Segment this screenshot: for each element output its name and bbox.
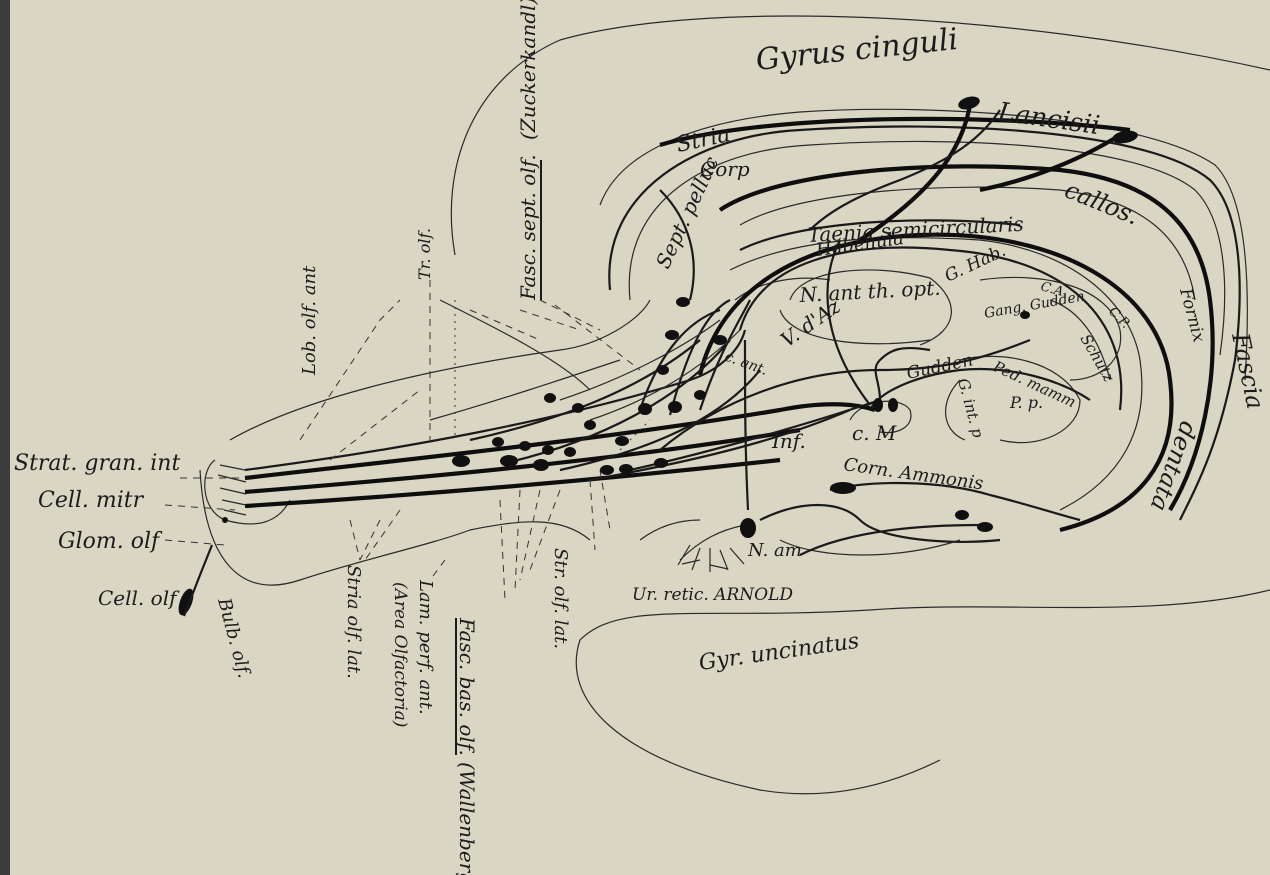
label-inf: Inf. <box>771 429 806 453</box>
label-gyr-uncinatus: Gyr. uncinatus <box>697 629 860 676</box>
label-fasc-sept-olf: Fasc. sept. olf. <box>516 154 540 301</box>
reticular-fibres <box>678 545 744 572</box>
label-sept-pelluc: Sept. pelluc <box>651 153 724 272</box>
page-edge-shadow <box>0 0 10 875</box>
label-glom-olf: Glom. olf <box>58 529 163 554</box>
label-dentata: dentata <box>1145 418 1203 515</box>
label-gyrus-cinguli: Gyrus cinguli <box>754 22 959 78</box>
label-stria-olf-lat: Stria olf. lat. <box>343 565 364 679</box>
olfactory-tract-fibres <box>205 105 1120 560</box>
label-fasc-bas-olf: Fasc. bas. olf. <box>455 617 479 756</box>
label-strat-gran-int: Strat. gran. int <box>14 451 180 476</box>
label-cm: c. M <box>852 421 897 445</box>
label-g-int-p: G. int. p <box>954 376 987 440</box>
label-corn-ammonis: Corn. Ammonis <box>842 454 984 494</box>
label-lob-olf-ant: Lob. olf. ant <box>299 265 320 376</box>
label-cell-mitr: Cell. mitr <box>38 488 145 513</box>
label-zuckerkandl: (Zuckerkandl) <box>516 0 540 140</box>
cell-bodies <box>176 94 1139 617</box>
olfactory-cell-process <box>184 545 212 616</box>
olfactory-bulb-hatching <box>218 465 246 515</box>
label-callos: callos. <box>1061 176 1143 231</box>
label-bulb-olf: Bulb. olf. <box>213 595 255 681</box>
label-n-am: N. am <box>747 540 802 561</box>
label-lam-perf-ant: Lam. perf. ant. <box>415 579 436 715</box>
label-cell-olf: Cell. olf <box>98 586 180 610</box>
label-gang-gudden: Gang. Gudden <box>983 288 1086 321</box>
label-tr-olf: Tr. olf. <box>415 228 434 280</box>
label-stria: Stria <box>674 122 733 158</box>
label-wallenberg: (Wallenberg) <box>455 762 479 875</box>
label-area-olfactoria: (Area Olfactoria) <box>390 582 410 727</box>
labels: Gyrus cinguli Stria Lancisii Corp callos… <box>14 0 1270 875</box>
label-fornix: Fornix <box>1175 285 1209 345</box>
label-pp: P. p. <box>1009 393 1043 412</box>
label-str-olf-lat: Str. olf. lat. <box>550 548 571 649</box>
label-g-hab: G. Hab. <box>942 241 1009 287</box>
label-ur-retic: Ur. retic. ARNOLD <box>632 585 793 605</box>
